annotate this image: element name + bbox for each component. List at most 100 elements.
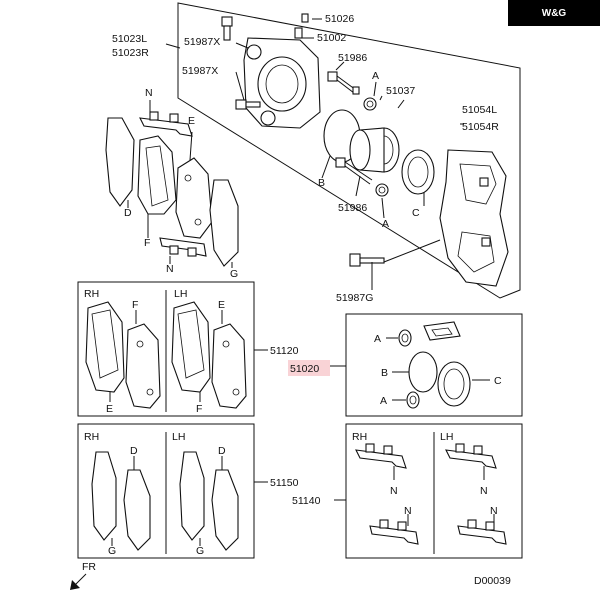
label-f-upper: F	[144, 237, 150, 249]
pad-set-box	[77, 281, 255, 417]
pin-boot-upper	[363, 97, 377, 111]
piston	[349, 127, 400, 173]
seal-kit-a-upper-label: A	[374, 333, 381, 345]
pad-set-lh-label: LH	[174, 288, 187, 300]
bolt-51987g	[349, 253, 385, 267]
brand-logo-text: W&G	[541, 7, 567, 19]
shim-d-upper	[105, 117, 135, 207]
seal-kit-highlight	[288, 360, 330, 376]
caliper-body	[439, 149, 509, 287]
clip-rh-upper	[355, 443, 407, 469]
pad-lh-outer	[171, 301, 211, 393]
label-51120: 51120	[270, 345, 299, 357]
front-label: FR	[82, 561, 96, 573]
shim-set-g-rh-label: G	[108, 545, 116, 557]
piston-boot	[401, 149, 435, 195]
clip-set-n-lh-upper-label: N	[480, 485, 488, 497]
pad-set-f-label: F	[132, 299, 138, 311]
shim-set-leaders	[111, 456, 223, 546]
seal-kit-a-lower-label: A	[380, 395, 387, 407]
pad-set-rh-label: RH	[84, 288, 99, 300]
pad-set-leaders	[109, 310, 223, 402]
clip-set-lh-label: LH	[440, 431, 453, 443]
pad-lh-inner	[211, 323, 247, 409]
pad-set-e-bottom-label: E	[106, 403, 113, 415]
seal-kit-c-label: C	[494, 375, 502, 387]
clip-rh-lower	[369, 519, 419, 545]
shim-lh-d	[211, 469, 239, 551]
seal-kit-boot-a-lower	[406, 391, 420, 409]
label-51987x-upper: 51987X	[184, 36, 220, 48]
front-arrow-icon	[70, 573, 87, 590]
pad-e-upper	[175, 157, 213, 239]
shim-rh-g	[91, 451, 117, 541]
seal-kit-seal-b	[408, 351, 438, 393]
pad-set-f-bottom-label: F	[196, 403, 202, 415]
pad-f-upper	[137, 135, 177, 215]
shim-g-upper	[209, 179, 239, 267]
caliper-assembly-frame	[177, 2, 521, 299]
leader-lines-top	[127, 18, 464, 290]
clip-n-upper	[139, 111, 193, 137]
shim-set-d-lh-label: D	[218, 445, 226, 457]
pad-rh-inner	[125, 323, 161, 409]
bolt-51987x-upper	[221, 16, 233, 41]
clip-lh-lower	[457, 519, 507, 545]
pad-set-e-label: E	[218, 299, 225, 311]
label-51023r: 51023R	[112, 47, 149, 59]
clip-set-n-rh-upper-label: N	[390, 485, 398, 497]
shim-set-lh-label: LH	[172, 431, 185, 443]
label-a-upper: A	[372, 70, 379, 82]
label-51987x-lower: 51987X	[182, 65, 218, 77]
clip-set-rh-label: RH	[352, 431, 367, 443]
label-51026: 51026	[325, 13, 354, 25]
label-g-upper: G	[230, 268, 238, 280]
shim-set-box	[77, 423, 255, 559]
label-c-upper: C	[412, 207, 420, 219]
shim-rh-d	[123, 469, 151, 551]
shim-set-rh-label: RH	[84, 431, 99, 443]
label-51020: 51020	[290, 363, 319, 375]
seal-kit-boot-a-upper	[398, 329, 412, 347]
shim-set-d-rh-label: D	[130, 445, 138, 457]
pin-boot-lower	[375, 183, 389, 197]
label-b-upper: B	[318, 177, 325, 189]
clip-set-n-rh-lower-label: N	[404, 505, 412, 517]
clip-set-leaders	[393, 466, 495, 526]
seal-kit-b-label: B	[381, 367, 388, 379]
label-51037: 51037	[386, 85, 415, 97]
label-51002: 51002	[317, 32, 346, 44]
pad-rh-outer	[85, 301, 125, 393]
clip-lh-upper	[445, 443, 497, 469]
label-51054l: 51054L	[462, 104, 497, 116]
grease-packet	[423, 321, 461, 341]
label-51023l: 51023L	[112, 33, 147, 45]
label-51986-lower: 51986	[338, 202, 367, 214]
seal-kit-boot-c	[437, 361, 471, 407]
shim-set-g-lh-label: G	[196, 545, 204, 557]
bleeder-screw	[294, 13, 309, 39]
label-d-upper: D	[124, 207, 132, 219]
reference-id: D00039	[474, 575, 511, 587]
clip-n-lower	[159, 237, 207, 257]
bolt-51987x-lower	[235, 99, 261, 110]
label-51140: 51140	[292, 495, 321, 507]
label-n-upper: N	[145, 87, 153, 99]
seal-kit-box	[345, 313, 523, 417]
label-n-lower: N	[166, 263, 174, 275]
caliper-bracket	[243, 37, 321, 129]
label-51986-upper: 51986	[338, 52, 367, 64]
slide-pin-upper	[327, 71, 360, 95]
label-e-upper: E	[188, 115, 195, 127]
clip-set-n-lh-lower-label: N	[490, 505, 498, 517]
clip-set-box	[345, 423, 523, 559]
slide-pin-lower	[335, 157, 373, 185]
label-51054r: 51054R	[462, 121, 499, 133]
label-51150: 51150	[270, 477, 299, 489]
shim-lh-g	[179, 451, 205, 541]
label-51987g: 51987G	[336, 292, 373, 304]
seal-kit-leaders	[386, 337, 490, 401]
label-a-middle: A	[382, 218, 389, 230]
